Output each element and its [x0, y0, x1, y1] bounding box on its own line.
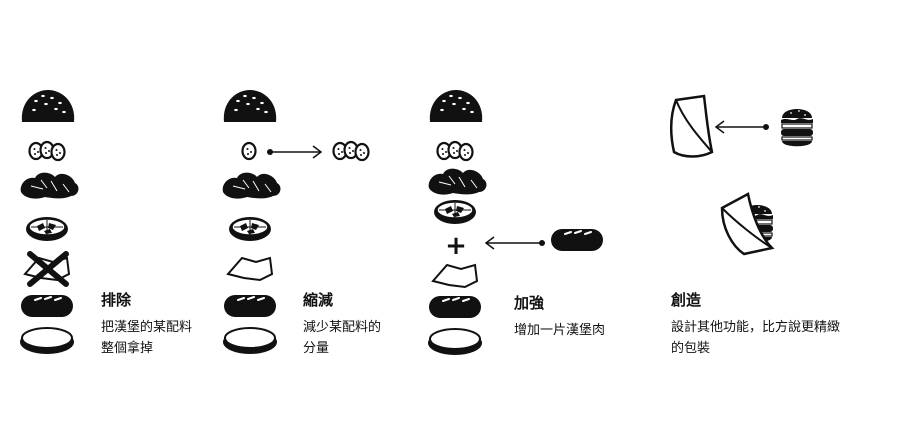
cheese-icon	[432, 264, 478, 288]
bun-top-icon	[223, 90, 277, 122]
lettuce-icon	[20, 172, 79, 200]
cucumber-icon	[241, 141, 257, 161]
plus-sign: +	[445, 231, 467, 261]
arrow-icon	[714, 120, 769, 134]
arrow-icon	[267, 145, 323, 159]
tomato-icon	[228, 216, 272, 242]
bun-bottom-icon	[222, 327, 278, 355]
section-body: 減少某配料的 分量	[303, 320, 382, 356]
section-title: 排除	[101, 291, 132, 309]
bun-top-icon	[21, 90, 75, 122]
section-create: 創造 設計其他功能，比方說更精緻 的包裝	[671, 290, 871, 359]
stack-create	[670, 94, 814, 256]
cucumber-icon	[438, 142, 473, 160]
section-title: 縮減	[303, 291, 334, 309]
cheese-icon	[227, 257, 273, 281]
tomato-icon	[25, 216, 69, 242]
stack-remove	[19, 90, 79, 355]
section-reduce: 縮減 減少某配料的 分量	[303, 290, 423, 359]
tomato-icon	[433, 199, 477, 225]
lettuce-icon	[222, 172, 281, 200]
bun-bottom-icon	[19, 327, 75, 355]
patty-icon	[428, 295, 482, 319]
section-remove: 排除 把漢堡的某配料 整個拿掉	[101, 290, 221, 359]
patty-icon	[20, 294, 74, 318]
wrapped-burger-icon	[720, 192, 775, 256]
section-body: 設計其他功能，比方說更精緻 的包裝	[671, 320, 841, 356]
section-enhance: 加強 增加一片漢堡肉	[514, 293, 654, 341]
patty-icon	[550, 228, 604, 252]
section-body: 把漢堡的某配料 整個拿掉	[101, 320, 193, 356]
cucumber-icon	[30, 142, 65, 160]
arrow-icon	[484, 236, 545, 250]
patty-icon	[223, 294, 277, 318]
section-title: 創造	[671, 291, 702, 309]
burger-icon	[780, 108, 814, 147]
wrapper-icon	[670, 94, 714, 158]
section-body: 增加一片漢堡肉	[514, 323, 606, 338]
cucumber-icon	[334, 142, 369, 160]
stack-enhance: +	[427, 90, 604, 356]
stack-reduce	[222, 90, 369, 355]
bun-top-icon	[429, 90, 483, 122]
bun-bottom-icon	[427, 328, 483, 356]
section-title: 加強	[514, 294, 545, 312]
cross-out-icon	[27, 251, 69, 287]
lettuce-icon	[428, 168, 487, 196]
